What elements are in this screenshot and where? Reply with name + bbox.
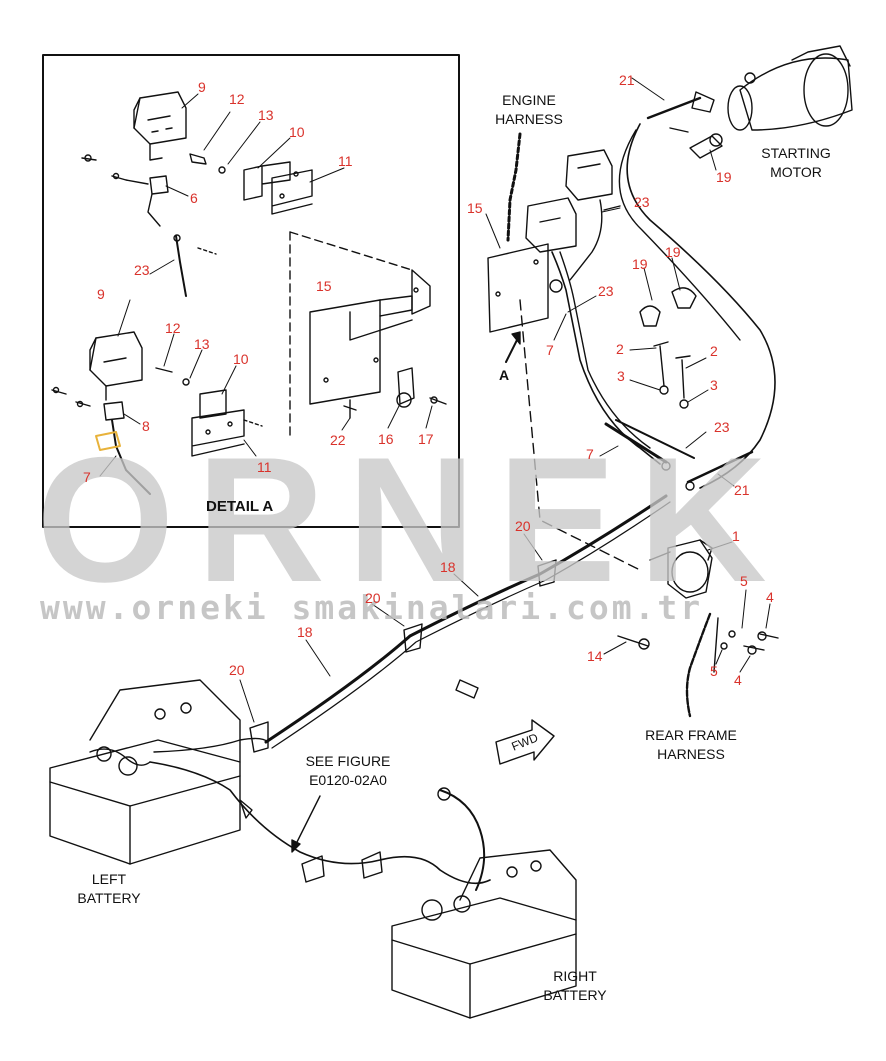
callout: 21 <box>619 72 635 88</box>
detail-socket-upper <box>133 91 187 161</box>
detail-a-frame <box>42 54 460 528</box>
callout: 5 <box>710 663 718 679</box>
label-view-a: A <box>498 367 510 383</box>
fwd-arrow <box>495 719 555 765</box>
callout: 19 <box>632 256 648 272</box>
callout: 19 <box>716 169 732 185</box>
callout: 5 <box>740 573 748 589</box>
callout: 6 <box>190 190 198 206</box>
callout: 23 <box>598 283 614 299</box>
watermark-url: www.orneki smakinalari.com.tr <box>40 588 704 627</box>
callout: 15 <box>316 278 332 294</box>
callout: 12 <box>229 91 245 107</box>
callout: 3 <box>617 368 625 384</box>
callout: 9 <box>198 79 206 95</box>
callout: 1 <box>732 528 740 544</box>
callout: 20 <box>515 518 531 534</box>
callout: 20 <box>229 662 245 678</box>
callout: 23 <box>134 262 150 278</box>
detail-plate-15 <box>309 299 381 405</box>
callout: 4 <box>766 589 774 605</box>
detail-socket-lower <box>89 331 143 401</box>
callout: 22 <box>330 432 346 448</box>
callout: 11 <box>338 153 353 169</box>
callout: 7 <box>546 342 554 358</box>
callout: 9 <box>97 286 105 302</box>
callout: 15 <box>467 200 483 216</box>
left-battery <box>49 679 241 865</box>
callout: 20 <box>365 590 381 606</box>
callout: 2 <box>616 341 624 357</box>
callout: 17 <box>418 431 434 447</box>
callout: 13 <box>194 336 210 352</box>
callout: 23 <box>634 194 650 210</box>
callout: 4 <box>734 672 742 688</box>
callout: 8 <box>142 418 150 434</box>
callout: 19 <box>665 244 681 260</box>
starting-motor <box>727 45 853 131</box>
relay-1 <box>649 539 713 599</box>
callout: 14 <box>587 648 603 664</box>
callout: 3 <box>710 377 718 393</box>
callout: 7 <box>586 446 594 462</box>
callout: 18 <box>297 624 313 640</box>
callout: 10 <box>289 124 305 140</box>
callout: 11 <box>257 459 272 475</box>
right-battery <box>391 849 577 1019</box>
callout: 7 <box>83 469 91 485</box>
callout: 2 <box>710 343 718 359</box>
callout: 10 <box>233 351 249 367</box>
detail-title: DETAIL A <box>206 498 274 515</box>
callout: 21 <box>734 482 750 498</box>
callout: 18 <box>440 559 456 575</box>
callout: 23 <box>714 419 730 435</box>
detail-connector-6 <box>149 175 169 195</box>
callout: 12 <box>165 320 181 336</box>
callout: 13 <box>258 107 274 123</box>
watermark-brand: ORNEK <box>36 420 789 619</box>
callout: 16 <box>378 431 394 447</box>
